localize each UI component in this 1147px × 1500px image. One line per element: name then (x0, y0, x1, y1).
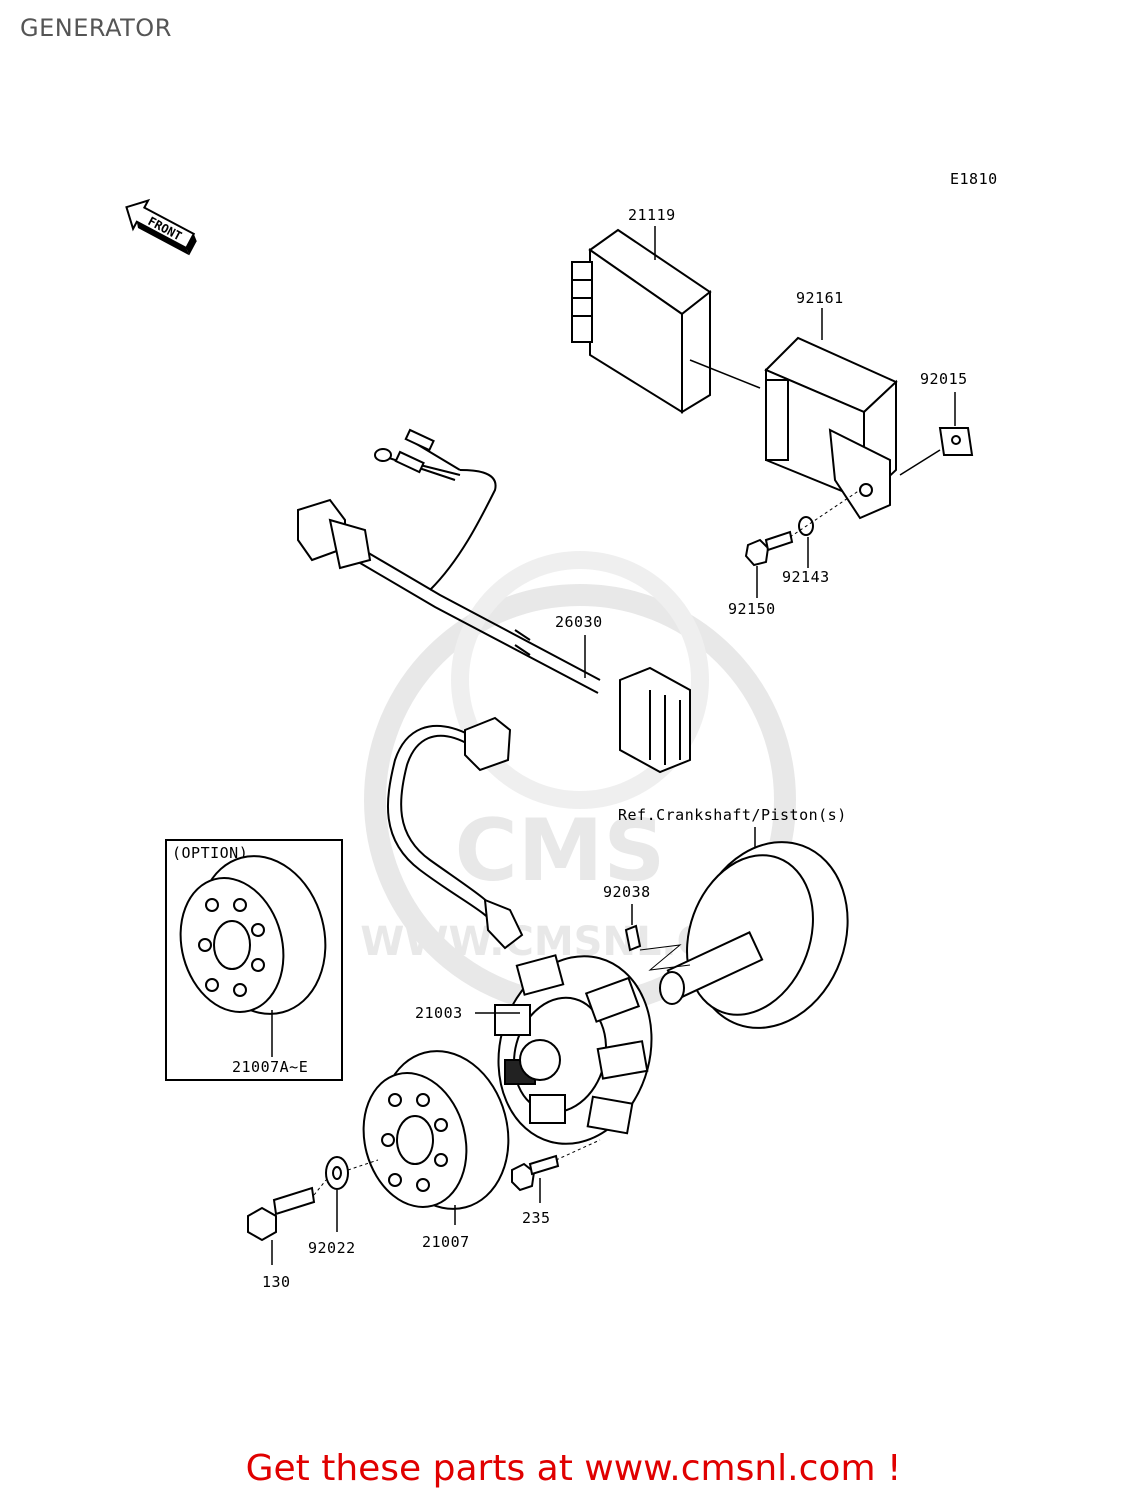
part-label-21007: 21007 (422, 1233, 470, 1251)
washer-92022 (325, 1156, 349, 1190)
part-label-92015: 92015 (920, 370, 968, 388)
key-92038 (624, 924, 642, 952)
part-label-92161: 92161 (796, 289, 844, 307)
bolt-130 (247, 1186, 316, 1242)
part-label-92038: 92038 (603, 883, 651, 901)
part-label-92022: 92022 (308, 1239, 356, 1257)
part-label-130: 130 (262, 1273, 291, 1291)
part-label-235: 235 (522, 1209, 551, 1227)
rotor-21007 (362, 1050, 510, 1210)
page-title: GENERATOR (20, 14, 172, 42)
svg-text:CMS: CMS (455, 801, 666, 901)
screw-235 (511, 1154, 560, 1192)
option-box (165, 839, 343, 1081)
part-label-92150: 92150 (728, 600, 776, 618)
clip-92015 (938, 427, 974, 456)
part-label-21119: 21119 (628, 206, 676, 224)
parts-diagram: CMS WWW.CMSNL.COM E1810 FRONT 21119 9216… (125, 170, 998, 1291)
bracket-92161 (764, 336, 898, 520)
bolt-92150 (744, 530, 794, 567)
part-label-26030: 26030 (555, 613, 603, 631)
part-label-21003: 21003 (415, 1004, 463, 1022)
stator-lead (386, 716, 524, 950)
diagram-code: E1810 (950, 170, 998, 188)
reference-note: Ref.Crankshaft/Piston(s) (618, 806, 847, 824)
cdi-unit-21119 (571, 228, 712, 414)
crankshaft-flywheel (659, 841, 849, 1029)
front-arrow-icon: FRONT (125, 198, 197, 256)
part-label-21007AE: 21007A~E (232, 1058, 308, 1076)
part-label-92143: 92143 (782, 568, 830, 586)
stator-21003 (494, 954, 653, 1145)
rotor-option-21007AE (179, 855, 327, 1015)
footer-cta-link[interactable]: Get these parts at www.cmsnl.com ! (245, 1448, 902, 1489)
wiring-harness-26030 (297, 428, 691, 774)
option-label: (OPTION) (172, 844, 248, 862)
